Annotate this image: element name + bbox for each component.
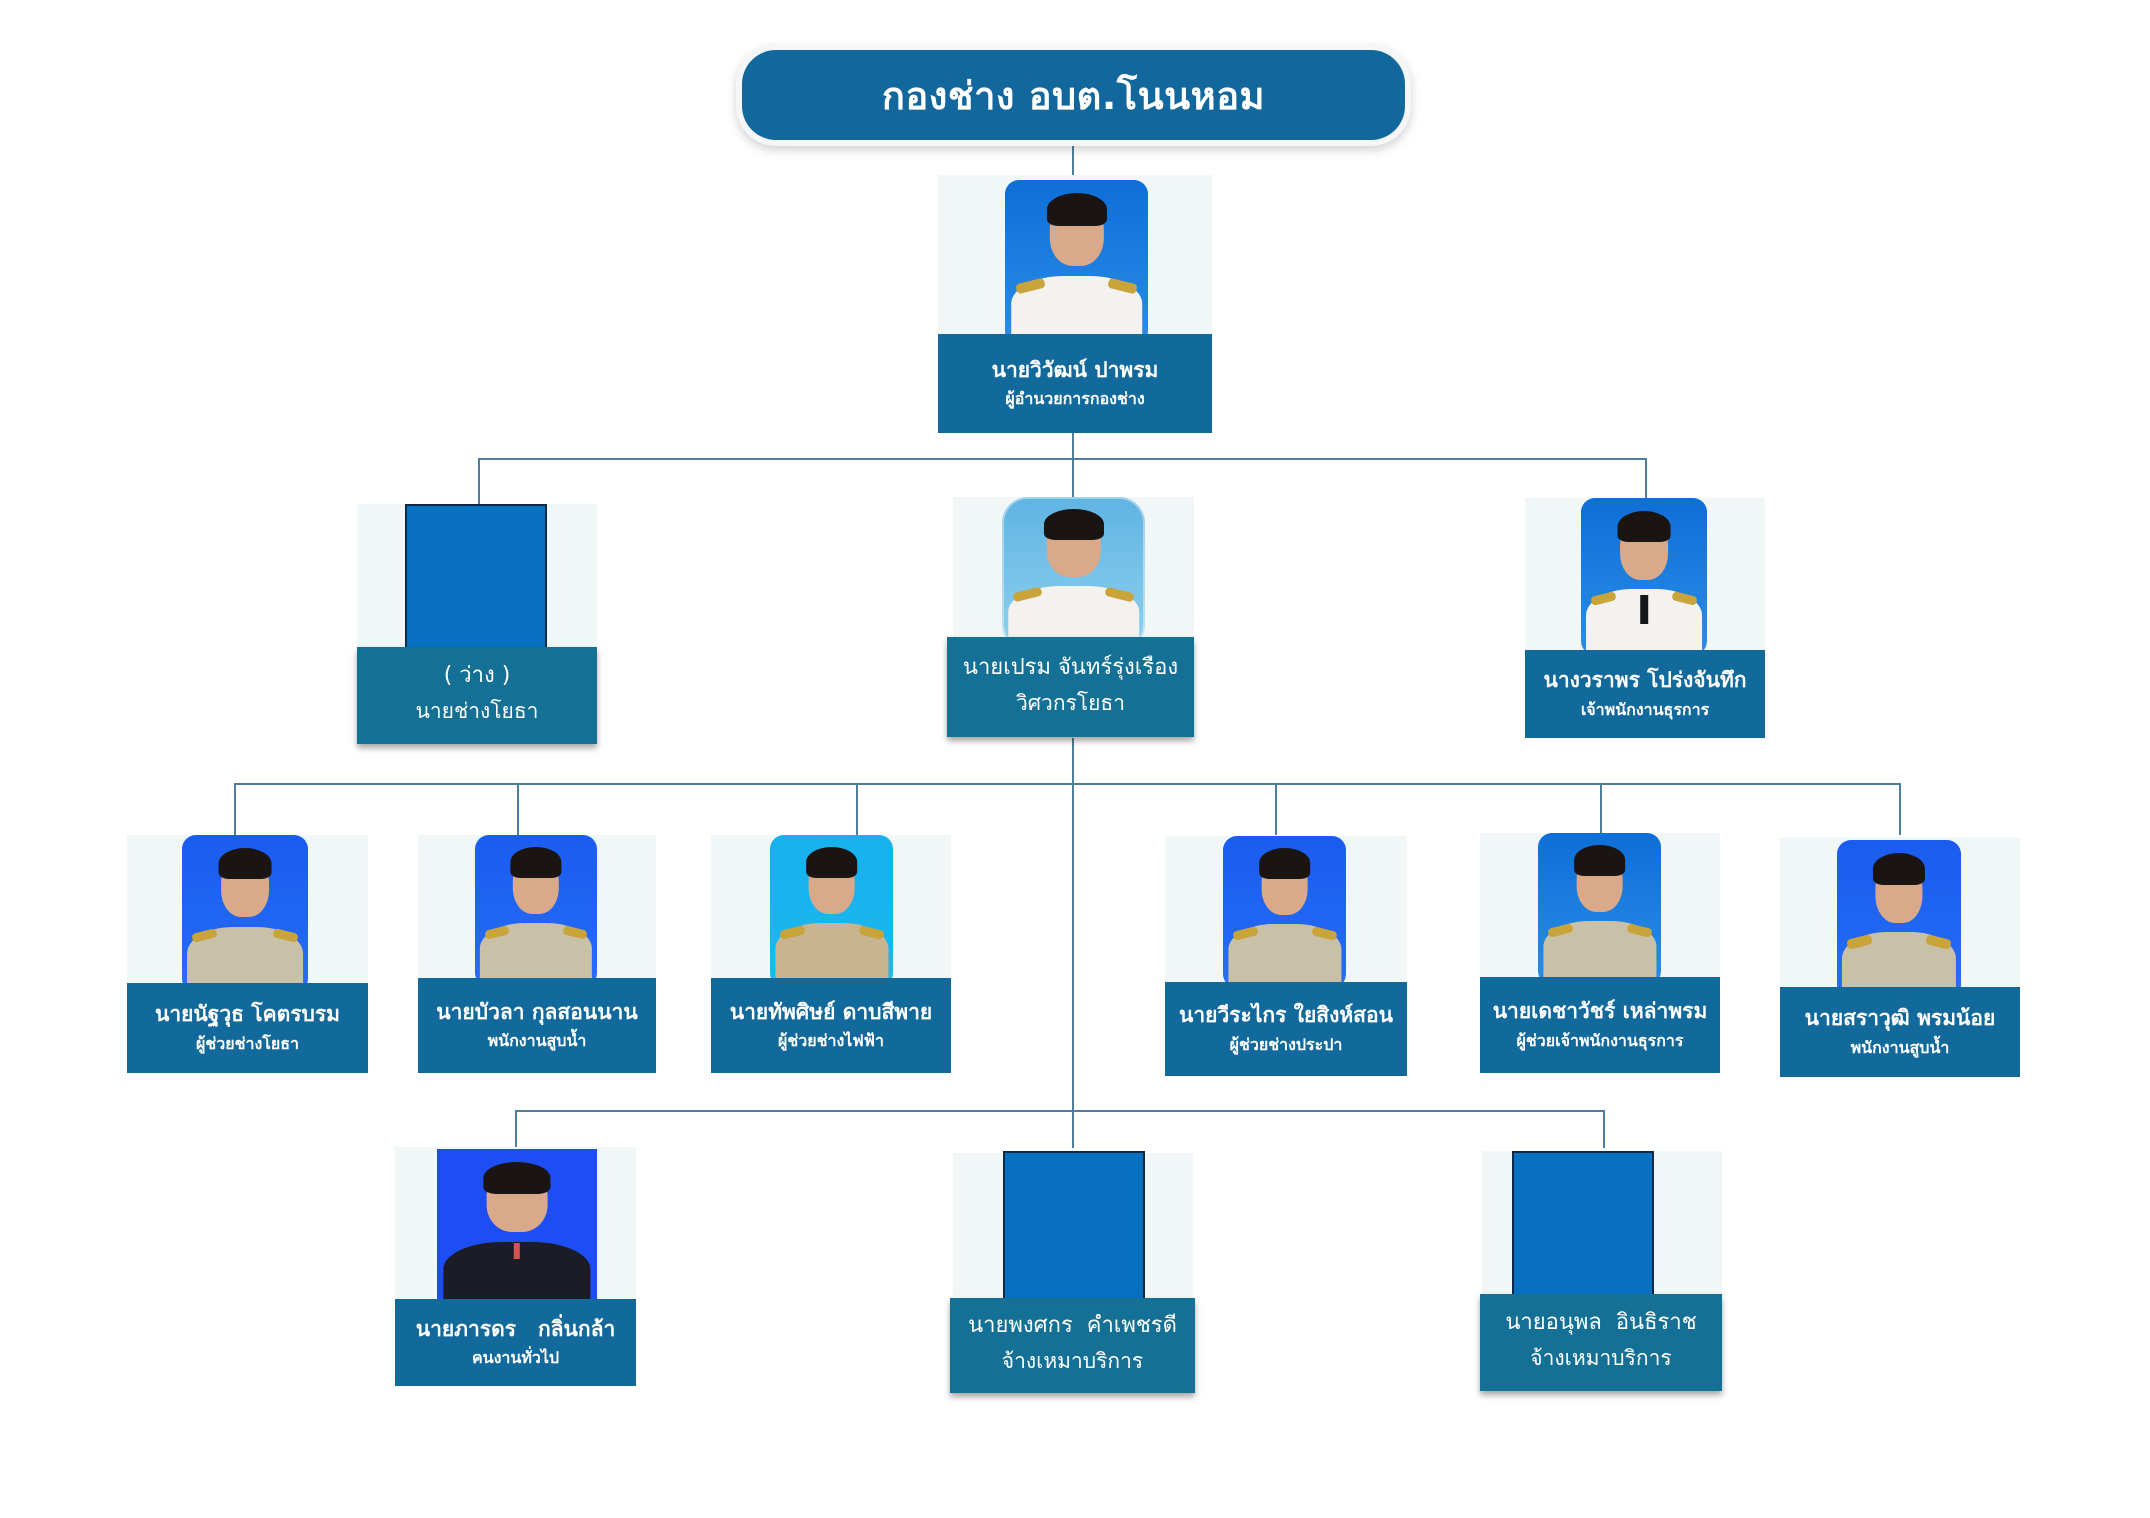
level4-card-2[interactable]: นายพงศกร คำเพชรดี จ้างเหมาบริการ	[950, 1151, 1195, 1393]
person-portrait-icon	[1538, 833, 1661, 985]
level3-card-2-label: นายบัวลา กุลสอนนาน พนักงานสูบน้ำ	[418, 978, 656, 1073]
person-portrait-icon	[437, 1149, 597, 1309]
level4-card-1[interactable]: นายภารดร กลิ่นกล้า คนงานทั่วไป	[395, 1147, 636, 1386]
level2-card-1-label: ( ว่าง ) นายช่างโยธา	[357, 647, 597, 744]
level3-card-3-photo	[770, 835, 893, 987]
connector-level3-drop-6	[1899, 783, 1901, 835]
level4-card-1-label: นายภารดร กลิ่นกล้า คนงานทั่วไป	[395, 1299, 636, 1386]
connector-level2-right-drop	[1645, 458, 1647, 500]
level4-card-3-role: จ้างเหมาบริการ	[1530, 1346, 1672, 1371]
level3-card-4[interactable]: นายวีระไกร ใยสิงห์สอน ผู้ช่วยช่างประปา	[1165, 836, 1407, 1076]
level3-card-6-photo	[1837, 840, 1961, 999]
person-portrait-icon	[182, 835, 308, 993]
level3-card-1[interactable]: นายนัฐวุธ โคตรบรม ผู้ช่วยช่างโยธา	[127, 835, 368, 1073]
director-name: นายวิวัฒน์ ปาพรม	[991, 357, 1159, 382]
level3-card-1-label: นายนัฐวุธ โคตรบรม ผู้ช่วยช่างโยธา	[127, 983, 368, 1073]
connector-level3-drop-2	[517, 783, 519, 835]
person-portrait-icon	[1223, 836, 1346, 988]
level3-card-1-role: ผู้ช่วยช่างโยธา	[196, 1033, 299, 1053]
connector-level4-drop-1	[515, 1110, 517, 1148]
connector-level2-horizontal	[478, 458, 1647, 460]
director-role: ผู้อำนวยการกองช่าง	[1005, 389, 1145, 409]
level3-card-6-role: พนักงานสูบน้ำ	[1850, 1037, 1950, 1057]
level2-card-2-label: นายเปรม จันทร์รุ่งเรือง วิศวกรโยธา	[947, 637, 1194, 737]
level3-card-4-role: ผู้ช่วยช่างประปา	[1229, 1034, 1343, 1054]
person-portrait-icon	[770, 835, 893, 987]
level2-card-1-name: ( ว่าง )	[443, 663, 511, 689]
connector-level3-drop-4	[1275, 783, 1277, 835]
person-portrait-icon	[1837, 840, 1961, 999]
director-card[interactable]: นายวิวัฒน์ ปาพรม ผู้อำนวยการกองช่าง	[938, 175, 1212, 433]
level2-card-2[interactable]: นายเปรม จันทร์รุ่งเรือง วิศวกรโยธา	[947, 497, 1194, 737]
photo-placeholder	[1512, 1151, 1654, 1312]
connector-level4-drop-3	[1603, 1110, 1605, 1148]
director-label: นายวิวัฒน์ ปาพรม ผู้อำนวยการกองช่าง	[938, 334, 1212, 433]
level3-card-4-label: นายวีระไกร ใยสิงห์สอน ผู้ช่วยช่างประปา	[1165, 982, 1407, 1076]
level4-card-1-name: นายภารดร กลิ่นกล้า	[415, 1316, 616, 1341]
level3-card-5-label: นายเดชาวัชร์ เหล่าพรม ผู้ช่วยเจ้าพนักงาน…	[1480, 977, 1720, 1073]
level2-card-3-photo	[1581, 498, 1707, 655]
photo-placeholder	[405, 504, 547, 649]
person-portrait-icon	[1581, 498, 1707, 655]
level3-card-5-name: นายเดชาวัชร์ เหล่าพรม	[1492, 999, 1708, 1024]
connector-title-to-director	[1072, 140, 1074, 178]
title-text: กองช่าง อบต.โนนหอม	[881, 73, 1266, 118]
org-chart-title: กองช่าง อบต.โนนหอม	[742, 50, 1405, 140]
connector-level4-horizontal	[515, 1110, 1605, 1112]
level3-card-6-label: นายสราวุฒิ พรมน้อย พนักงานสูบน้ำ	[1780, 987, 2020, 1077]
level4-card-2-role: จ้างเหมาบริการ	[1001, 1349, 1144, 1374]
level4-card-1-photo	[437, 1149, 597, 1309]
level3-card-6-name: นายสราวุฒิ พรมน้อย	[1804, 1006, 1996, 1031]
person-portrait-icon	[475, 835, 597, 987]
level4-card-3[interactable]: นายอนุพล อินธิราช จ้างเหมาบริการ	[1480, 1151, 1722, 1391]
photo-placeholder	[1003, 1151, 1145, 1311]
connector-director-trunk	[1072, 432, 1074, 504]
connector-level3-horizontal	[234, 783, 1901, 785]
level3-card-6[interactable]: นายสราวุฒิ พรมน้อย พนักงานสูบน้ำ	[1780, 837, 2020, 1077]
connector-main-trunk	[1072, 738, 1074, 1148]
level3-card-3-role: ผู้ช่วยช่างไฟฟ้า	[778, 1031, 884, 1051]
level2-card-2-name: นายเปรม จันทร์รุ่งเรือง	[962, 654, 1179, 680]
level2-card-1[interactable]: ( ว่าง ) นายช่างโยธา	[357, 504, 597, 744]
director-photo	[1005, 180, 1148, 345]
level3-card-2[interactable]: นายบัวลา กุลสอนนาน พนักงานสูบน้ำ	[418, 835, 656, 1073]
level3-card-5-role: ผู้ช่วยเจ้าพนักงานธุรการ	[1516, 1030, 1684, 1050]
level3-card-3-label: นายทัพศิษย์ ดาบสีพาย ผู้ช่วยช่างไฟฟ้า	[711, 978, 951, 1073]
connector-level3-drop-3	[856, 783, 858, 835]
level3-card-1-photo	[182, 835, 308, 993]
level3-card-5-photo	[1538, 833, 1661, 985]
level2-card-3-label: นางวราพร โปร่งจันทึก เจ้าพนักงานธุรการ	[1525, 650, 1765, 738]
level3-card-4-name: นายวีระไกร ใยสิงห์สอน	[1179, 1003, 1393, 1028]
level4-card-3-name: นายอนุพล อินธิราช	[1505, 1310, 1697, 1336]
connector-level3-drop-5	[1600, 783, 1602, 833]
connector-level3-drop-1	[234, 783, 236, 835]
level2-card-3[interactable]: นางวราพร โปร่งจันทึก เจ้าพนักงานธุรการ	[1525, 498, 1765, 738]
level2-card-3-name: นางวราพร โปร่งจันทึก	[1543, 668, 1747, 693]
level3-card-5[interactable]: นายเดชาวัชร์ เหล่าพรม ผู้ช่วยเจ้าพนักงาน…	[1480, 833, 1720, 1073]
level2-card-1-role: นายช่างโยธา	[415, 699, 539, 724]
person-portrait-icon	[1005, 180, 1148, 345]
level2-card-3-role: เจ้าพนักงานธุรการ	[1580, 699, 1710, 719]
level3-card-3[interactable]: นายทัพศิษย์ ดาบสีพาย ผู้ช่วยช่างไฟฟ้า	[711, 835, 951, 1073]
level4-card-2-label: นายพงศกร คำเพชรดี จ้างเหมาบริการ	[950, 1298, 1195, 1393]
level3-card-2-name: นายบัวลา กุลสอนนาน	[436, 999, 638, 1024]
level3-card-2-role: พนักงานสูบน้ำ	[487, 1031, 587, 1051]
level3-card-3-name: นายทัพศิษย์ ดาบสีพาย	[729, 999, 933, 1024]
level2-card-2-role: วิศวกรโยธา	[1015, 690, 1126, 715]
level4-card-1-role: คนงานทั่วไป	[471, 1348, 560, 1368]
connector-level2-left-drop	[478, 458, 480, 508]
level4-card-3-label: นายอนุพล อินธิราช จ้างเหมาบริการ	[1480, 1294, 1722, 1391]
level2-card-2-photo	[1002, 497, 1145, 650]
person-portrait-icon	[1002, 497, 1145, 650]
level3-card-2-photo	[475, 835, 597, 987]
level3-card-1-name: นายนัฐวุธ โคตรบรม	[154, 1002, 340, 1027]
level4-card-2-name: นายพงศกร คำเพชรดี	[968, 1313, 1177, 1339]
level3-card-4-photo	[1223, 836, 1346, 988]
